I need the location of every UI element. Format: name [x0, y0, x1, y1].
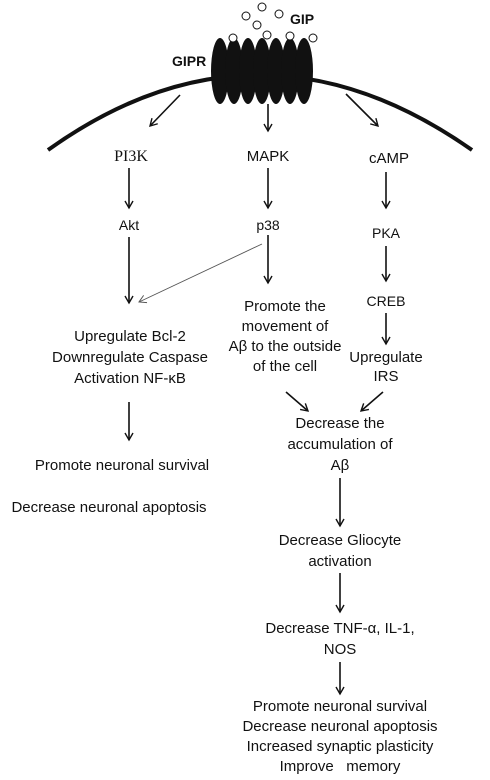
final-memory: Improve memory — [279, 758, 401, 775]
arrow-receptor-to-camp — [345, 93, 379, 127]
akt-label: Akt — [118, 217, 140, 233]
receptor-helix — [253, 38, 271, 104]
final-plasticity: Increased synaptic plasticity — [246, 738, 434, 755]
receptor-helix — [225, 38, 243, 104]
receptor-helix — [281, 38, 299, 104]
abeta-line-3: Aβ — [330, 457, 350, 474]
abeta-accumulation-block: Decrease the accumulation of Aβ — [287, 413, 392, 476]
irs-line-1: Upregulate — [349, 349, 423, 366]
irs-block: Upregulate IRS — [349, 348, 422, 386]
pka-label: PKA — [371, 225, 401, 241]
gip-molecule — [252, 20, 262, 30]
gliocyte-line-1: Decrease Gliocyte — [278, 532, 402, 549]
movement-line-2: movement of — [241, 318, 329, 335]
cytokines-line-1: Decrease TNF-α, IL-1, — [265, 620, 415, 637]
final-outcomes-block: Promote neuronal survival Decrease neuro… — [242, 697, 437, 777]
left-outcome-survival: Promote neuronal survival — [34, 457, 210, 474]
gliocyte-block: Decrease Gliocyte activation — [279, 530, 402, 572]
creb-label: CREB — [366, 293, 406, 309]
gip-molecule — [308, 33, 318, 43]
left-outcome-apoptosis: Decrease neuronal apoptosis — [11, 499, 207, 516]
final-survival: Promote neuronal survival — [252, 698, 428, 715]
pi3k-label: PI3K — [114, 148, 148, 165]
gip-label: GIP — [290, 11, 315, 27]
arrow-receptor-to-pi3k — [149, 94, 181, 128]
abeta-movement-block: Promote the movement of Aβ to the outsid… — [229, 297, 342, 377]
cytokines-block: Decrease TNF-α, IL-1, NOS — [265, 618, 414, 660]
gip-molecule — [285, 31, 295, 41]
movement-line-4: of the cell — [252, 358, 318, 375]
effect-caspase: Downregulate Caspase — [52, 349, 208, 366]
p38-label: p38 — [256, 217, 280, 233]
effect-nfkb: Activation NF-κB — [74, 370, 186, 387]
effect-bcl2: Upregulate Bcl-2 — [74, 328, 186, 345]
abeta-line-2: accumulation of — [287, 436, 393, 453]
gip-molecule — [228, 33, 238, 43]
arrow-p38-to-left-effects — [138, 243, 263, 304]
gipr-label: GIPR — [172, 53, 207, 69]
gip-ligands — [228, 2, 318, 43]
receptor-helix — [211, 38, 229, 104]
camp-label: cAMP — [368, 150, 410, 167]
irs-line-2: IRS — [373, 368, 399, 385]
gip-molecule — [274, 9, 284, 19]
movement-line-1: Promote the — [244, 298, 326, 315]
gipr-receptor — [211, 38, 313, 104]
arrow-movement-to-abeta — [285, 391, 310, 412]
cytokines-line-2: NOS — [323, 641, 357, 658]
abeta-line-1: Decrease the — [295, 415, 385, 432]
gip-molecule — [262, 30, 272, 40]
gip-molecule — [257, 2, 267, 12]
left-effects-block: Upregulate Bcl-2 Downregulate Caspase Ac… — [52, 326, 208, 389]
final-apoptosis: Decrease neuronal apoptosis — [242, 718, 438, 735]
receptor-helix — [239, 38, 257, 104]
gliocyte-line-2: activation — [308, 553, 372, 570]
mapk-label: MAPK — [246, 148, 290, 165]
gip-molecule — [241, 11, 251, 21]
movement-line-3: Aβ to the outside — [228, 338, 342, 355]
receptor-helix — [267, 38, 285, 104]
arrow-irs-to-abeta — [359, 391, 384, 412]
receptor-helix — [295, 38, 313, 104]
